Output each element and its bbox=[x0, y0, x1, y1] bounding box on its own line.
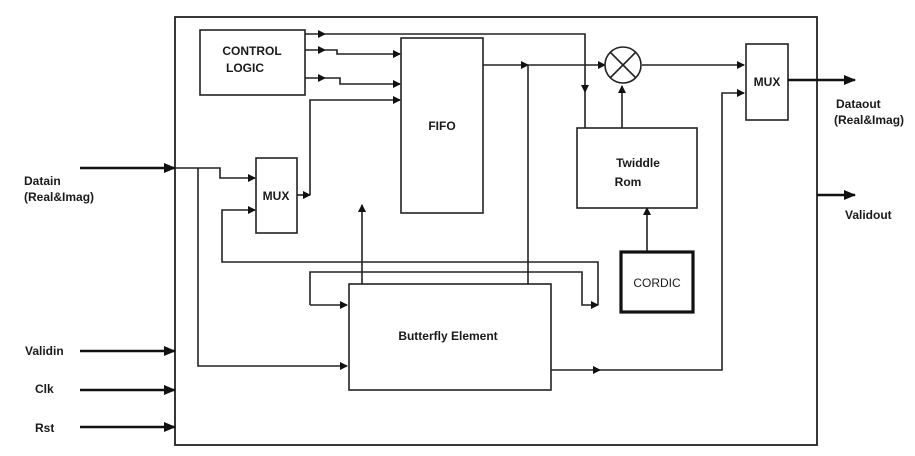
multiplier-symbol bbox=[604, 46, 642, 84]
mux-right-block: MUX bbox=[745, 43, 789, 121]
twiddle-rom-label-1: Twiddle bbox=[616, 156, 660, 170]
twiddle-rom-block: Twiddle Rom bbox=[576, 127, 698, 209]
mux-left-block: MUX bbox=[255, 157, 298, 234]
internal-wires bbox=[175, 30, 745, 374]
output-ports bbox=[788, 75, 856, 200]
control-logic-label-2: LOGIC bbox=[226, 61, 264, 75]
butterfly-label: Butterfly Element bbox=[398, 329, 497, 343]
dataout-label-2: (Real&Imag) bbox=[834, 113, 904, 127]
cordic-label: CORDIC bbox=[633, 276, 681, 290]
datain-label-2: (Real&Imag) bbox=[24, 190, 94, 204]
fifo-label: FIFO bbox=[428, 119, 455, 133]
mux-left-label: MUX bbox=[263, 189, 290, 203]
datain-label-1: Datain bbox=[24, 174, 61, 188]
clk-label: Clk bbox=[35, 382, 54, 396]
rst-label: Rst bbox=[35, 421, 54, 435]
control-logic-label-1: CONTROL bbox=[222, 44, 281, 58]
dataout-label-1: Dataout bbox=[836, 97, 881, 111]
mux-right-label: MUX bbox=[754, 75, 781, 89]
fifo-block: FIFO bbox=[400, 37, 484, 214]
twiddle-rom-label-2: Rom bbox=[615, 175, 642, 189]
validout-label: Validout bbox=[845, 208, 892, 222]
input-ports bbox=[80, 163, 176, 432]
module-boundary bbox=[174, 16, 818, 446]
validin-label: Validin bbox=[25, 344, 64, 358]
butterfly-element-block: Butterfly Element bbox=[348, 283, 552, 391]
control-logic-block: CONTROL LOGIC bbox=[199, 29, 306, 96]
cordic-block: CORDIC bbox=[619, 250, 695, 314]
